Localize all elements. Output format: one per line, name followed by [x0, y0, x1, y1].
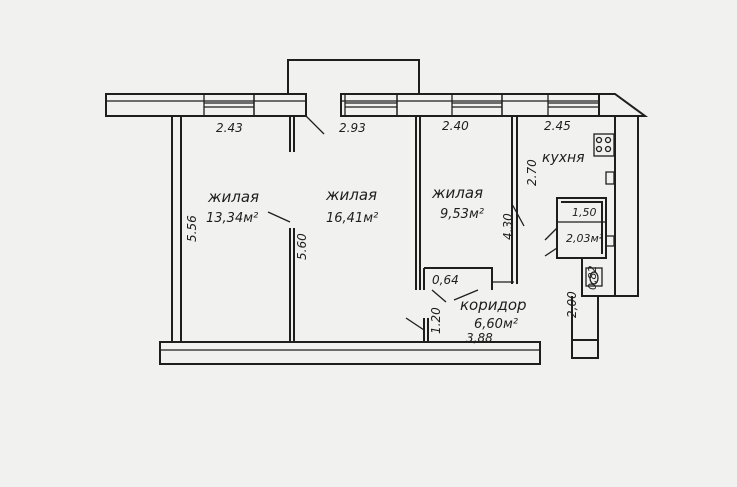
room3-area: 9,53м²	[440, 207, 484, 222]
windows	[203, 93, 600, 117]
room2-area: 16,41м²	[326, 211, 378, 226]
sink-icon	[605, 171, 615, 185]
dim-top3: 2.40	[442, 119, 469, 133]
window-room1	[203, 93, 255, 117]
walls	[159, 115, 639, 365]
dim-corr-width: 1.20	[429, 307, 443, 334]
room1-name: жилая	[207, 188, 259, 206]
dim-mid: 5.60	[295, 233, 309, 260]
room3-name: жилая	[431, 184, 483, 202]
dim-kitchen-height: 2.70	[525, 159, 539, 186]
dim-r3height: 4.30	[501, 213, 515, 240]
washbasin-icon	[605, 235, 615, 247]
stove-icon	[593, 133, 615, 157]
room-labels: жилая 13,34м² жилая 16,41м² жилая 9,53м²…	[206, 150, 585, 332]
dim-closet: 0,64	[432, 273, 459, 287]
dim-bath-area: 2,03м²	[566, 232, 604, 245]
window-kitchen	[547, 93, 600, 117]
dim-top2: 2.93	[339, 121, 366, 135]
dim-toilet: 0,82	[586, 266, 599, 291]
corridor-area: 6,60м²	[474, 317, 518, 332]
window-room3	[451, 93, 503, 117]
kitchen-name: кухня	[542, 150, 585, 166]
dim-bottom: 3,88	[466, 331, 493, 345]
dim-top4: 2.45	[544, 119, 571, 133]
room2-name: жилая	[325, 186, 377, 204]
corridor-name: коридор	[460, 296, 527, 314]
kitchen-fixtures	[585, 133, 615, 287]
room1-area: 13,34м²	[206, 211, 258, 226]
dim-top1: 2.43	[216, 121, 243, 135]
dim-left: 5.56	[185, 215, 199, 242]
dim-lower: 2,00	[565, 291, 579, 318]
dim-bath: 1,50	[572, 206, 597, 219]
toilet-icon	[585, 267, 603, 287]
window-room2	[344, 93, 398, 117]
dimension-labels: 2.43 2.93 2.40 2.45 5.56 5.60 4.30 2.70 …	[185, 119, 604, 345]
